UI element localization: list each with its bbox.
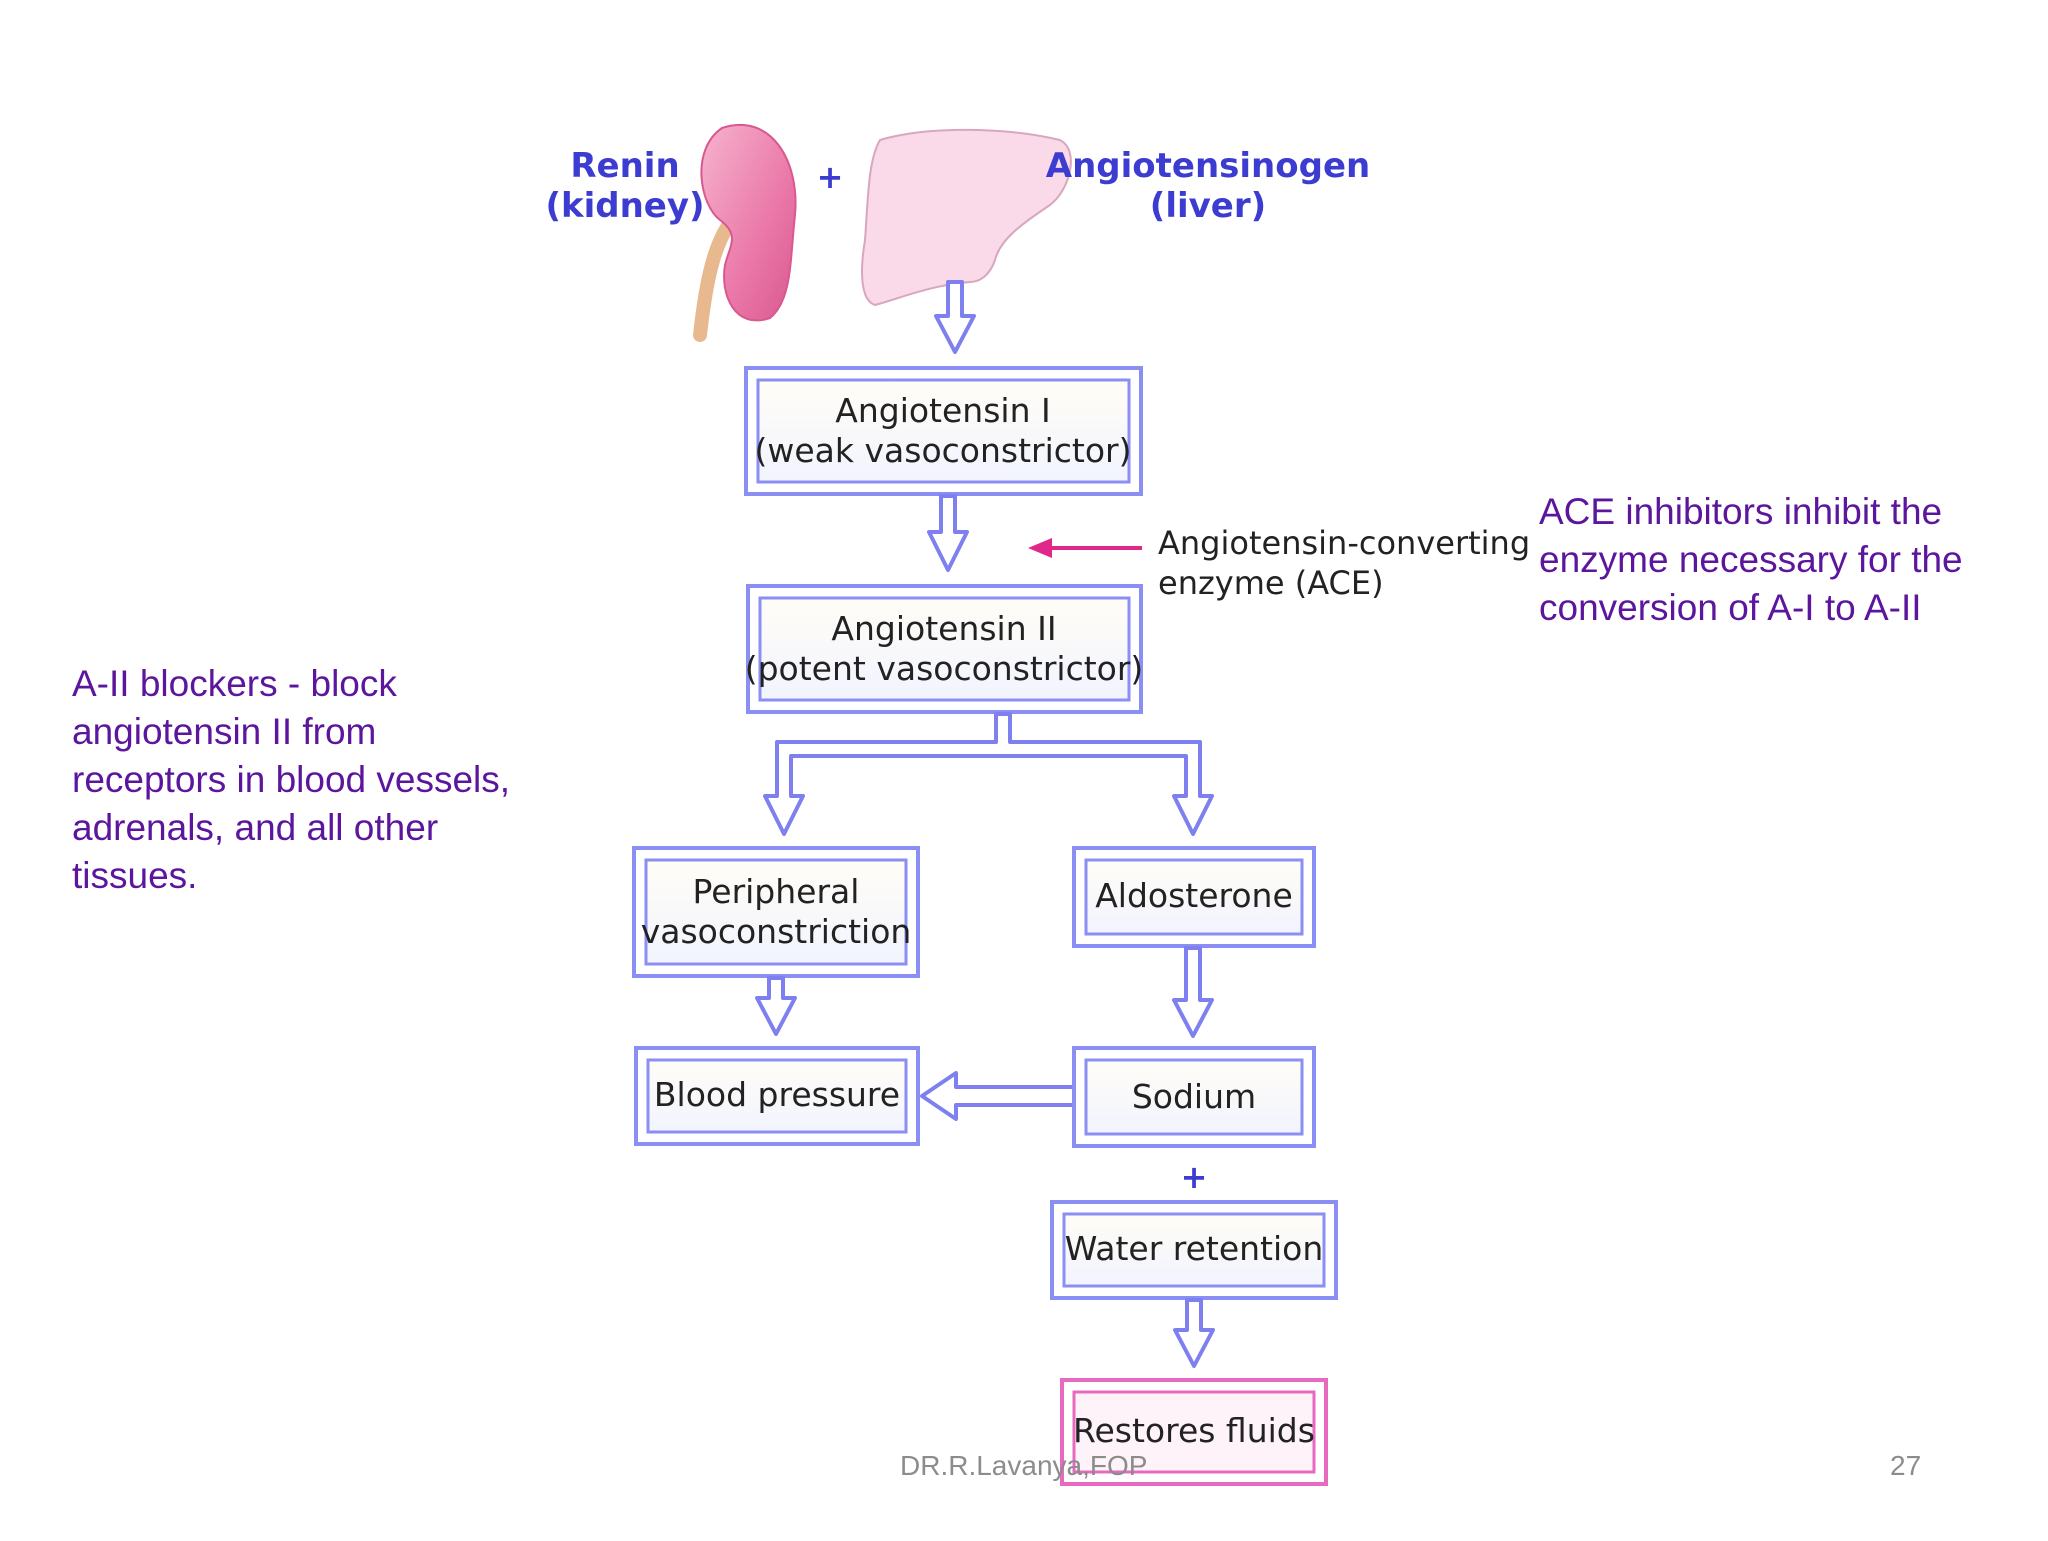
angiotensin1-box: Angiotensin I (weak vasoconstrictor) <box>744 366 1143 496</box>
ace-note-line: enzyme necessary for the <box>1539 539 1963 580</box>
sodium-label: Sodium <box>1132 1077 1256 1116</box>
angiotensin2-title: Angiotensin II <box>831 609 1056 648</box>
a2-note-line: angiotensin II from <box>72 711 377 752</box>
peripheral-subtitle: vasoconstriction <box>641 912 912 951</box>
sodium-box: Sodium <box>1072 1046 1316 1148</box>
aldosterone-label: Aldosterone <box>1095 876 1293 915</box>
arrow-water-to-restores-fluids <box>1173 1298 1215 1368</box>
blood-pressure-box: Blood pressure <box>634 1046 920 1146</box>
arrow-sodium-to-blood-pressure <box>920 1071 1076 1121</box>
restores-fluids-label: Restores fluids <box>1073 1411 1315 1450</box>
a2-note-line: A-II blockers - block <box>72 663 397 704</box>
a2-note-line: tissues. <box>72 855 198 896</box>
page-number: 27 <box>1890 1450 1922 1481</box>
ace-label-line2: enzyme (ACE) <box>1158 564 1384 602</box>
plus-sign-bottom: + <box>1181 1158 1208 1196</box>
angiotensin1-title: Angiotensin I <box>835 391 1050 430</box>
a2-note-line: adrenals, and all other <box>72 807 439 848</box>
arrow-liver-to-angiotensin1 <box>934 280 976 354</box>
angiotensin2-subtitle: (potent vasoconstrictor) <box>745 649 1144 688</box>
liver-illustration <box>861 128 1072 307</box>
angiotensin1-subtitle: (weak vasoconstrictor) <box>755 431 1132 470</box>
ace-arrow <box>1028 538 1142 558</box>
footer-author: DR.R.Lavanya,FOP <box>900 1450 1148 1481</box>
ace-inhibitors-note: ACE inhibitors inhibit the enzyme necess… <box>1539 488 1963 632</box>
arrow-aldosterone-to-sodium <box>1172 946 1214 1038</box>
water-retention-box: Water retention <box>1050 1200 1338 1300</box>
ace-label-line1: Angiotensin-converting <box>1158 524 1530 562</box>
branch-arrow <box>763 712 1214 836</box>
aldosterone-box: Aldosterone <box>1072 846 1316 948</box>
kidney-illustration <box>693 123 797 342</box>
arrow-peripheral-to-blood-pressure <box>755 976 797 1036</box>
water-retention-label: Water retention <box>1065 1229 1324 1268</box>
renin-source-label: (kidney) <box>545 186 704 226</box>
angiotensin2-box: Angiotensin II (potent vasoconstrictor) <box>745 584 1144 714</box>
angiotensinogen-label: Angiotensinogen <box>1046 146 1370 186</box>
angiotensinogen-source-label: (liver) <box>1150 186 1266 226</box>
blood-pressure-label: Blood pressure <box>654 1075 900 1114</box>
a2-note-line: receptors in blood vessels, <box>72 759 511 800</box>
arrow-angiotensin1-to-angiotensin2 <box>927 494 969 572</box>
peripheral-vasoconstriction-box: Peripheral vasoconstriction <box>632 846 920 978</box>
a2-blockers-note: A-II blockers - block angiotensin II fro… <box>72 660 510 900</box>
ace-note-line: ACE inhibitors inhibit the <box>1539 491 1943 532</box>
restores-fluids-box: Restores fluids <box>1060 1378 1328 1486</box>
renin-label: Renin <box>570 146 679 186</box>
peripheral-title: Peripheral <box>693 872 860 911</box>
ace-note-line: conversion of A-I to A-II <box>1539 587 1922 628</box>
plus-sign-top: + <box>817 158 844 196</box>
